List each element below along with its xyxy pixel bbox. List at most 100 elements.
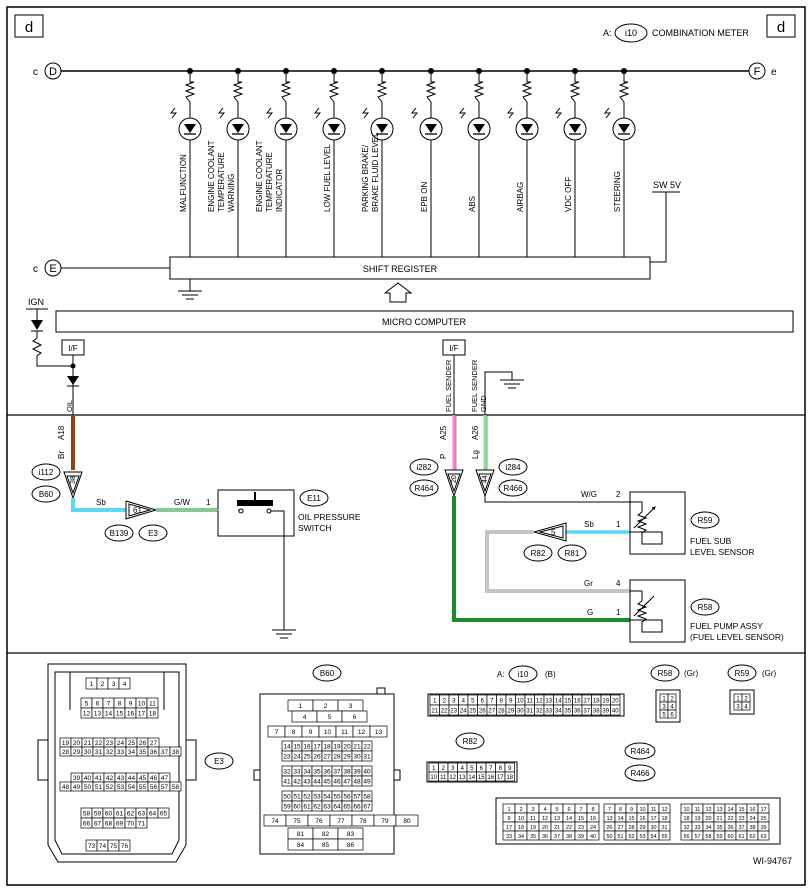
pin-label: 79 bbox=[381, 818, 389, 825]
pin-label: 23 bbox=[106, 740, 114, 747]
pin-label: 47 bbox=[161, 775, 169, 782]
pin-label: 1 bbox=[507, 807, 510, 813]
pin-label: 35 bbox=[530, 834, 536, 840]
pin-label: 4 bbox=[303, 714, 307, 721]
if-label-right: I/F bbox=[449, 344, 458, 353]
pin-label: 11 bbox=[651, 807, 657, 813]
fuel-gnd-signal-label-1: FUEL SENDER bbox=[470, 359, 479, 412]
pin-label: 18 bbox=[506, 775, 513, 781]
sw5v-label: SW 5V bbox=[653, 180, 681, 190]
pin-label: 56 bbox=[343, 794, 351, 801]
main-sensor-box bbox=[629, 579, 686, 643]
pin-cell bbox=[157, 807, 170, 819]
pin-label: 34 bbox=[303, 769, 311, 776]
oil-conn-top: i112 bbox=[39, 468, 54, 477]
oil-wire-color: Br bbox=[57, 451, 66, 459]
pin-label: 15 bbox=[293, 744, 301, 751]
pin-label: 9 bbox=[309, 729, 313, 736]
pin-label: 23 bbox=[578, 825, 584, 831]
pin-label: 24 bbox=[590, 825, 596, 831]
led-emission-icon bbox=[313, 107, 322, 119]
pin-label: 17 bbox=[506, 825, 512, 831]
pin-label: 30 bbox=[650, 825, 656, 831]
pin-label: 16 bbox=[749, 807, 755, 813]
meter-ref-bubble bbox=[614, 23, 648, 43]
pin-label: 15 bbox=[738, 807, 744, 813]
pin-label: 16 bbox=[639, 816, 645, 822]
bus-right-letter: F bbox=[754, 66, 761, 78]
pin-label: 18 bbox=[518, 825, 524, 831]
lamp-resistor-icon bbox=[376, 71, 388, 118]
pin-label: 10 bbox=[430, 775, 437, 781]
pin-label: 24 bbox=[749, 816, 755, 822]
pin-label: 42 bbox=[106, 775, 114, 782]
pin-label: 20 bbox=[612, 699, 619, 705]
pin-label: 20 bbox=[705, 816, 711, 822]
lamp-label: ABS bbox=[468, 196, 477, 212]
pin-label: 13 bbox=[606, 816, 612, 822]
pin-label: 29 bbox=[507, 709, 514, 715]
led-triangle bbox=[569, 124, 581, 133]
pin-label: 36 bbox=[323, 769, 331, 776]
pin-label: 61 bbox=[738, 834, 744, 840]
fuel-gnd-conn-top-bubble bbox=[498, 458, 528, 476]
pin-label: 64 bbox=[333, 804, 341, 811]
main-wire-top: Gr bbox=[584, 579, 593, 588]
lamp-label: TEMPERATURE bbox=[217, 152, 226, 212]
if-label-left: I/F bbox=[68, 344, 77, 353]
pin-cell bbox=[658, 830, 671, 841]
pin-label: 5 bbox=[662, 713, 666, 719]
pin-label: 28 bbox=[333, 754, 341, 761]
pin-label: 20 bbox=[542, 825, 548, 831]
pin-label: 6 bbox=[481, 699, 485, 705]
pin-label: 39 bbox=[578, 834, 584, 840]
top-bus: c D F e bbox=[33, 62, 777, 80]
pin-label: 62 bbox=[313, 804, 321, 811]
pin-label: 58 bbox=[363, 794, 371, 801]
page-marker-left: d bbox=[25, 19, 33, 36]
pin-label: 35 bbox=[139, 749, 147, 756]
pin-label: 46 bbox=[333, 779, 341, 786]
pin-label: 66 bbox=[83, 821, 91, 828]
pin-label: 3 bbox=[452, 699, 456, 705]
pin-label: 12 bbox=[449, 775, 456, 781]
shift-register-box bbox=[169, 256, 651, 280]
sub-joint-b-bubble bbox=[557, 544, 587, 562]
led-triangle bbox=[473, 124, 485, 133]
pin-label: 78 bbox=[359, 818, 367, 825]
pin-label: 45 bbox=[139, 775, 147, 782]
pin-label: 15 bbox=[478, 775, 485, 781]
lamp-label: MALFUNCTION bbox=[179, 154, 188, 212]
pin-label: 8 bbox=[292, 729, 296, 736]
pin-label: 55 bbox=[333, 794, 341, 801]
led-triangle bbox=[328, 124, 340, 133]
pin-label: 71 bbox=[138, 821, 146, 828]
sub-sensor-name-2: LEVEL SENSOR bbox=[690, 547, 754, 557]
pin-label: 6 bbox=[480, 766, 484, 772]
pin-label: 53 bbox=[313, 794, 321, 801]
pin-cell bbox=[361, 750, 373, 762]
lamp-column-3: LOW FUEL LEVEL bbox=[313, 68, 346, 257]
pin-label: 13 bbox=[94, 711, 102, 718]
pin-label: 20 bbox=[73, 740, 81, 747]
pin-label: 5 bbox=[328, 714, 332, 721]
pin-label: 32 bbox=[106, 749, 114, 756]
pin-cell bbox=[667, 709, 677, 719]
pin-label: 39 bbox=[760, 825, 766, 831]
pin-label: 58 bbox=[705, 834, 711, 840]
pin-label: 29 bbox=[73, 749, 81, 756]
pin-label: 85 bbox=[322, 842, 330, 849]
sub-joint-connector-icon bbox=[532, 522, 567, 542]
pin-label: 11 bbox=[527, 699, 534, 705]
pin-label: 7 bbox=[489, 766, 493, 772]
pin-label: 8 bbox=[118, 701, 122, 708]
pin-label: 11 bbox=[440, 775, 447, 781]
pin-label: 9 bbox=[507, 816, 510, 822]
lamp-column-4: PARKING BRAKE/BRAKE FLUID LEVEL bbox=[361, 68, 394, 257]
pin-label: 19 bbox=[602, 699, 609, 705]
pin-label: 70 bbox=[127, 821, 135, 828]
led-emission-icon bbox=[458, 107, 467, 119]
pin-label: 12 bbox=[358, 729, 366, 736]
pin-label: 13 bbox=[545, 699, 552, 705]
